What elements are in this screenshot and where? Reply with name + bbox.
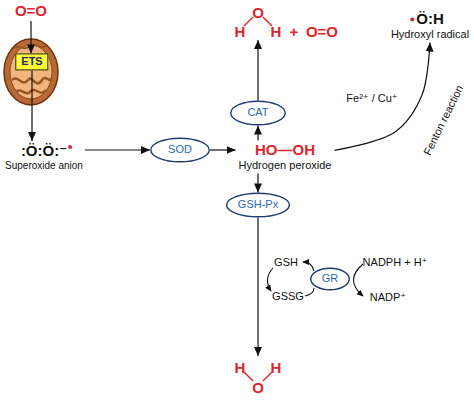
enzyme-ellipse: SOD [150, 137, 210, 162]
peroxide-molecule: HO—OHHydrogen peroxide [236, 140, 335, 173]
reaction-arrow [257, 126, 258, 141]
molecule-name: Hydrogen peroxide [239, 159, 332, 172]
formula-part: + [290, 24, 299, 39]
cycle-arrow [303, 262, 314, 271]
molecule-formula: Ö:H [416, 10, 444, 28]
reaction-arrow [31, 71, 32, 141]
reaction-arrow [257, 218, 258, 356]
superoxide-molecule: :Ö:Ö:⁻Superoxide anion [3, 141, 85, 173]
radical-electron-dot [410, 17, 414, 21]
reaction-arrow [334, 43, 430, 151]
mitochondrion-cristae [14, 45, 46, 48]
cycle-arrow [354, 264, 364, 296]
cofactor-label: NADP⁺ [370, 291, 406, 303]
enzyme-name: GR [322, 272, 339, 285]
formula-part: ETS [21, 55, 42, 68]
mitochondrion-cristae [16, 90, 46, 94]
radical-electron-dot [68, 145, 72, 149]
cofactor-label: GSSG [272, 290, 304, 302]
mitochondrion-inner [10, 45, 52, 99]
enzyme-ellipse: GR [310, 267, 350, 290]
reaction-arrow [257, 40, 258, 100]
ellipse-shape [311, 268, 349, 290]
reaction-arrow [210, 149, 236, 150]
reaction-arrow [30, 21, 31, 53]
reaction-arrow [85, 149, 150, 150]
formula-part: H [271, 360, 282, 375]
formula-part: O=O [306, 24, 338, 39]
oxygen-molecule: O=O [12, 1, 50, 21]
water-molecule: H HO [226, 356, 290, 398]
formula-part: H [271, 24, 282, 39]
ets-box: ETS [15, 53, 48, 70]
reaction-label: Fenton reaction [421, 83, 465, 157]
water-oxygen-products: OH H + O=O [226, 2, 356, 40]
enzyme-name: GSH-Px [238, 198, 278, 211]
molecule-name: Superoxide anion [5, 160, 83, 172]
cycle-arrow [267, 268, 273, 291]
reaction-arrow [257, 174, 258, 193]
molecule-name: Hydroxyl radical [391, 28, 469, 41]
molecule-formula: HO—OH [255, 141, 315, 159]
formula-part: O [252, 380, 264, 395]
formula-part: O [252, 5, 264, 20]
enzyme-ellipse: GSH-Px [226, 192, 290, 217]
enzyme-ellipse: CAT [230, 100, 286, 125]
ellipse-shape [231, 101, 285, 125]
formula-part: O=O [15, 2, 47, 20]
catalyst-label: Fe²⁺ / Cu⁺ [346, 92, 397, 104]
formula-part: H [235, 24, 246, 39]
cofactor-label: NADPH + H⁺ [363, 256, 428, 268]
cofactor-label: GSH [274, 256, 298, 268]
hydroxyl-molecule: Ö:HHydroxyl radical [388, 9, 472, 42]
cycle-arrow [305, 288, 314, 296]
enzyme-name: SOD [168, 143, 192, 156]
molecule-formula: :Ö:Ö:⁻ [21, 142, 67, 160]
formula-part: H [235, 360, 246, 375]
enzyme-name: CAT [247, 106, 268, 119]
ellipse-shape [227, 193, 290, 217]
ellipse-shape [151, 138, 209, 162]
